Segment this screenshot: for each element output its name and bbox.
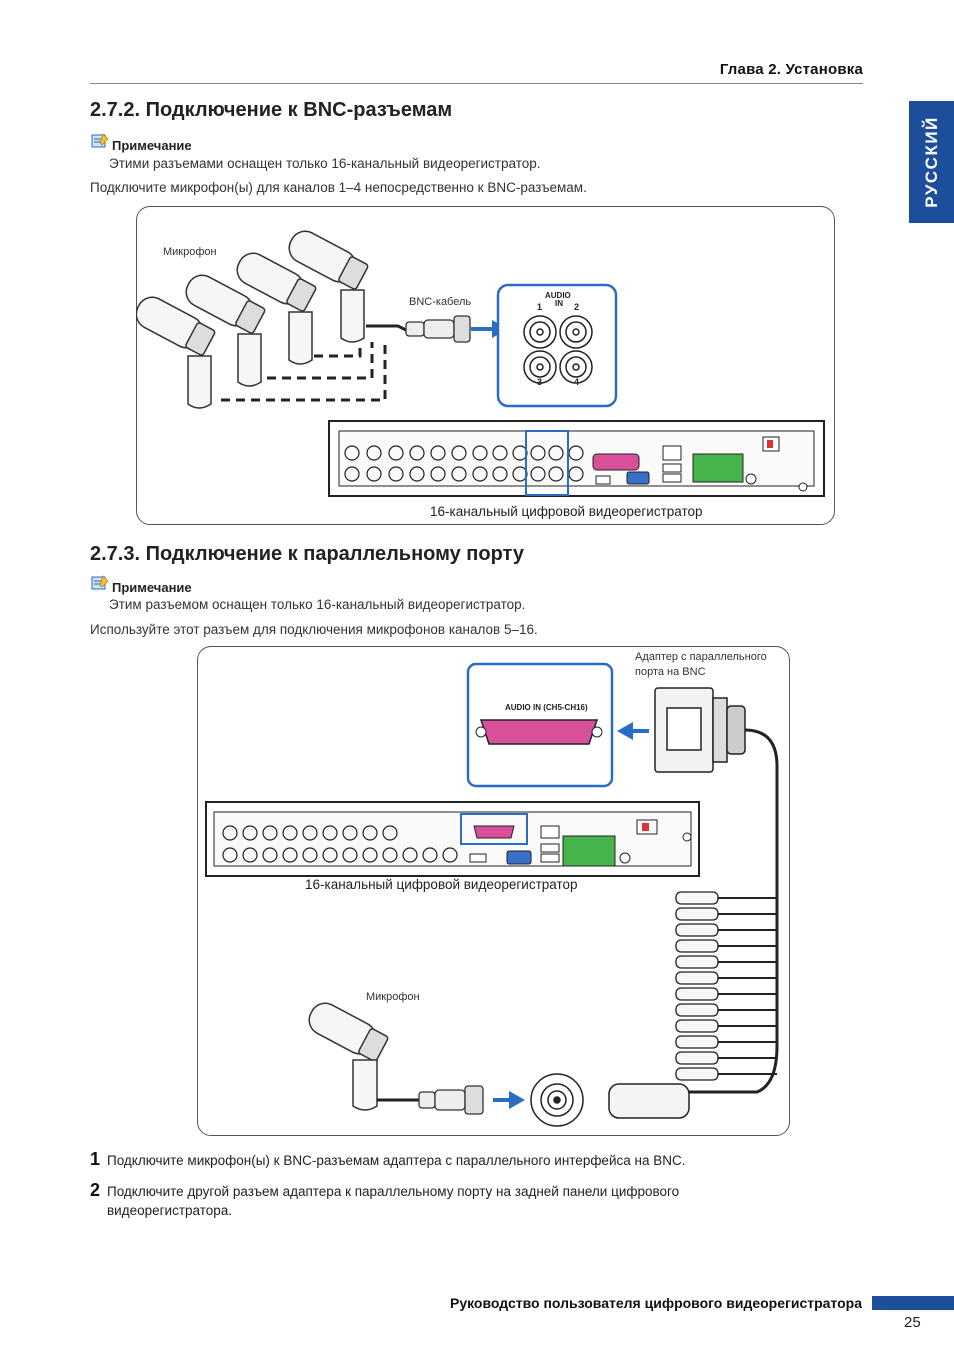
microphone-icon [136,230,369,409]
step-text: видеорегистратора. [107,1203,233,1218]
note-icon [91,133,109,148]
step-number: 2 [90,1180,101,1200]
language-tab: РУССКИЙ [909,101,954,223]
note-icon [91,575,109,590]
port-2-label: 2 [574,302,580,312]
dvr-caption: 16-канальный цифровой видеорегистратор [430,504,703,519]
audio-title: AUDIO [545,291,571,300]
chapter-title: Глава 2. Установка [719,61,863,78]
section-title-parallel: 2.7.3. Подключение к параллельному порту [90,543,524,565]
bnc-plug-icon [405,315,471,343]
page-number: 25 [904,1314,921,1331]
step-text: Подключите микрофон(ы) к BNC-разъемам ад… [107,1153,686,1168]
mic-label: Микрофон [366,991,420,1003]
dvr-back-panel-top [328,420,825,497]
adapter-icon [654,687,746,773]
dvr-back-panel-bottom [205,801,700,877]
header-rule [90,83,863,84]
note-label: Примечание [112,138,192,153]
language-tab-label: РУССКИЙ [921,116,941,208]
microphone-icon [308,1002,389,1111]
audio-in-label: IN [555,299,563,308]
parallel-port-label: AUDIO IN (CH5-CH16) [505,703,588,712]
note-text: Этими разъемами оснащен только 16-каналь… [109,156,541,171]
adapter-label-line1: Адаптер с параллельного [635,651,767,663]
footer-accent-bar [872,1296,954,1310]
mic-label: Микрофон [163,246,217,258]
port-1-label: 1 [537,302,543,312]
port-4-label: 4 [574,377,580,387]
section-title-bnc: 2.7.2. Подключение к BNC-разъемам [90,99,453,121]
note-text: Этим разъемом оснащен только 16-канальны… [109,597,526,612]
parallel-diagram [205,662,779,1127]
bnc-jack-icon [530,1073,584,1127]
section-body: Подключите микрофон(ы) для каналов 1–4 н… [90,180,587,195]
footer-title: Руководство пользователя цифрового видео… [449,1295,862,1311]
bnc-cable-label: BNC-кабель [409,296,472,308]
step-text: Подключите другой разъем адаптера к пара… [107,1184,680,1199]
note-label: Примечание [112,580,192,595]
bnc-diagram [136,230,825,497]
dvr-caption: 16-канальный цифровой видеорегистратор [305,877,578,892]
adapter-label-line2: порта на BNC [635,666,706,678]
section-body: Используйте этот разъем для подключения … [90,622,538,637]
port-3-label: 3 [537,377,543,387]
step-number: 1 [90,1149,101,1169]
